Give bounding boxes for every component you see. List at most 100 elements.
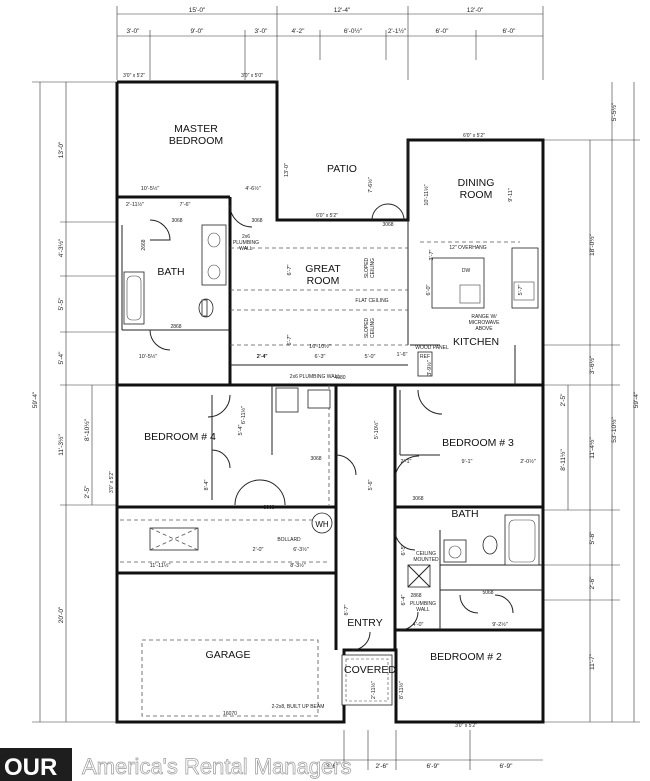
note-wall-2: WALL — [416, 607, 430, 613]
dim-seg-6: 2'-1½" — [388, 27, 407, 35]
interior-dimension-label: 1'-6" — [397, 352, 408, 358]
interior-dimension-label: 2'-0½" — [520, 458, 536, 465]
door-label-2: 3068 — [251, 218, 262, 224]
interior-dimension-label: 8'-7" — [344, 604, 350, 615]
bath-label-right: BATH — [451, 508, 478, 520]
logo-badge — [0, 748, 72, 781]
interior-dimension-label: 8'-4" — [204, 479, 210, 490]
bedroom-4-label: BEDROOM # 4 — [144, 431, 216, 443]
interior-dimension-label: 4'-6½" — [245, 185, 261, 192]
ceiling-lines — [120, 241, 520, 717]
window-label-3: 6'0" x 5'2" — [463, 133, 485, 139]
note-wood-panel: WOOD PANEL — [415, 345, 449, 351]
door-label-4: 2868 — [170, 324, 181, 330]
note-plumbing: PLUMBING — [233, 240, 259, 246]
great-room-label-2: ROOM — [307, 275, 340, 287]
dim-left-3: 5'-5" — [58, 297, 65, 311]
bedroom-2-label: BEDROOM # 2 — [430, 651, 502, 663]
interior-dimension-label: 6'-7" — [287, 264, 293, 275]
interior-dimension-label: 16'-10½" — [309, 343, 331, 350]
note-overhang: 12" OVERHANG — [449, 245, 486, 251]
note-flat-ceiling: FLAT CEILING — [355, 298, 388, 304]
interior-dimension-label: 5'-4" — [238, 424, 244, 435]
note-ceiling: CEILING — [416, 551, 436, 557]
door-label-6: 4080 — [334, 375, 345, 381]
dim-right-2: 18'-0½" — [588, 233, 596, 256]
interior-dimension-label: 9'-2½" — [492, 621, 508, 628]
interior-dimension-label: 6'-3½" — [293, 546, 309, 553]
interior-dimension-label: 8'-3½" — [290, 562, 306, 569]
dim-bottom-4: 6'-9" — [500, 763, 514, 770]
dim-left-inner-1: 8'-10½" — [83, 418, 91, 441]
interior-dimension-label: 6'-4" — [401, 594, 407, 605]
dim-seg-1: 3'-0" — [127, 28, 141, 35]
window-label-4: 6'0" x 5'2" — [316, 213, 338, 219]
note-sloped-1: SLOPED — [364, 257, 370, 278]
interior-dimension-label: 4'-0" — [413, 622, 424, 628]
note-dw: DW — [462, 268, 471, 274]
dim-top-3: 12'-0" — [467, 7, 484, 14]
dim-left-2: 4'-3½" — [57, 238, 65, 257]
note-ceiling-1: CEILING — [370, 258, 376, 278]
interior-dimension-label: 6'-7" — [287, 334, 293, 345]
interior-dimension-label: 2'-1" — [401, 459, 412, 465]
door-label-1: 3068 — [171, 218, 182, 224]
dim-right-7: 11'-7" — [589, 653, 596, 670]
logo-text: OUR — [4, 754, 57, 781]
dim-seg-3: 3'-0" — [255, 28, 269, 35]
master-bedroom-label-2: BEDROOM — [169, 135, 223, 147]
interior-dimension-label: 7'-6" — [180, 202, 191, 208]
interior-dimension-label: 2'-11½" — [126, 201, 144, 208]
dim-left-outer: 59'-4" — [32, 391, 39, 408]
interior-dimension-label: 10'-5½" — [141, 185, 160, 192]
interior-dimension-label: 10'-11½" — [423, 184, 430, 205]
dimension-texts: 15'-0" 12'-4" 12'-0" 3'-0" 9'-0" 3'-0" 4… — [32, 7, 640, 770]
dim-seg-7: 6'-0" — [436, 28, 450, 35]
dim-right-1: 5'-5½" — [610, 102, 618, 121]
watermark: OUR America's Rental Managers — [0, 748, 352, 781]
window-label-2: 3'0" x 5'0" — [241, 73, 263, 79]
dim-top-1: 15'-0" — [189, 7, 206, 14]
master-bedroom-label-1: MASTER — [174, 123, 218, 135]
interior-dimension-label: 3'-7" — [429, 249, 435, 260]
dim-left-1: 13'-0" — [58, 141, 65, 158]
dim-bottom-1: 3'-6" — [326, 763, 340, 770]
covered-label: COVERED — [344, 664, 396, 676]
door-label-11: 2868 — [410, 593, 421, 599]
interior-dimension-label: 6'-11½" — [240, 406, 247, 424]
interior-walls — [117, 82, 543, 650]
interior-dimension-label: 2'-4" — [257, 354, 268, 360]
door-label-3: 3068 — [382, 222, 393, 228]
note-beam: 2-2x8, BUILT UP BEAM — [272, 704, 325, 710]
water-heater-label: WH — [315, 520, 329, 529]
note-ref: REF — [420, 354, 430, 360]
dim-seg-2: 9'-0" — [191, 28, 205, 35]
watermark-text: America's Rental Managers — [82, 754, 352, 779]
window-label-1: 3'0" x 5'2" — [123, 73, 145, 79]
dim-right-outer: 59'-4" — [633, 391, 640, 408]
door-label-10: 5068 — [482, 590, 493, 596]
dim-right-5: 5'-8" — [589, 531, 596, 545]
door-label-7: 3068 — [310, 456, 321, 462]
note-ceiling-2: CEILING — [370, 318, 376, 338]
dim-right-4: 11'-4½" — [588, 437, 596, 459]
note-plumbing-wall: 2x6 PLUMBING WALL — [290, 374, 341, 380]
interior-dimension-label: 2'-0" — [253, 547, 264, 553]
patio-label: PATIO — [327, 163, 357, 175]
bedroom-3-label: BEDROOM # 3 — [442, 437, 514, 449]
dim-right-inner-2: 8'-11½" — [559, 449, 567, 471]
interior-dimension-label: 3'-9½" — [426, 360, 433, 376]
note-plumbing-wall-2: PLUMBING — [410, 601, 436, 607]
dim-left-5: 11'-3½" — [57, 434, 65, 456]
kitchen-label: KITCHEN — [453, 336, 499, 348]
dim-seg-8: 6'-0" — [503, 28, 517, 35]
interior-dimension-label: 9'-11" — [508, 188, 514, 202]
interior-dimension-label: 5'-6" — [368, 479, 374, 490]
interior-dimension-label: 2'-11½" — [370, 681, 377, 699]
interior-dimension-label: 10'-5½" — [139, 353, 158, 360]
note-2x6: 2x6 — [242, 234, 250, 240]
wall-label-2-4: 2'-4" — [257, 354, 267, 360]
note-range-2: MICROWAVE — [469, 320, 500, 326]
note-range-1: RANGE W/ — [471, 314, 497, 320]
